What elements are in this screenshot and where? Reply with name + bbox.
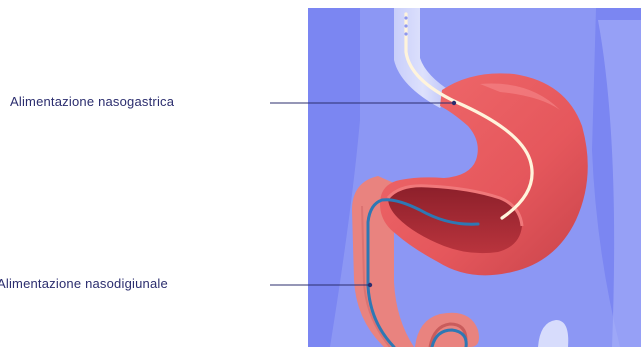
tube-marker (404, 16, 407, 19)
pointer-dot-nasojejunal (368, 283, 372, 287)
tube-marker (404, 24, 407, 27)
label-nasojejunal: Alimentazione nasodigiunale (0, 276, 168, 291)
label-nasogastric: Alimentazione nasogastrica (10, 94, 174, 109)
pointer-dot-nasogastric (452, 101, 456, 105)
tube-marker (404, 32, 407, 35)
